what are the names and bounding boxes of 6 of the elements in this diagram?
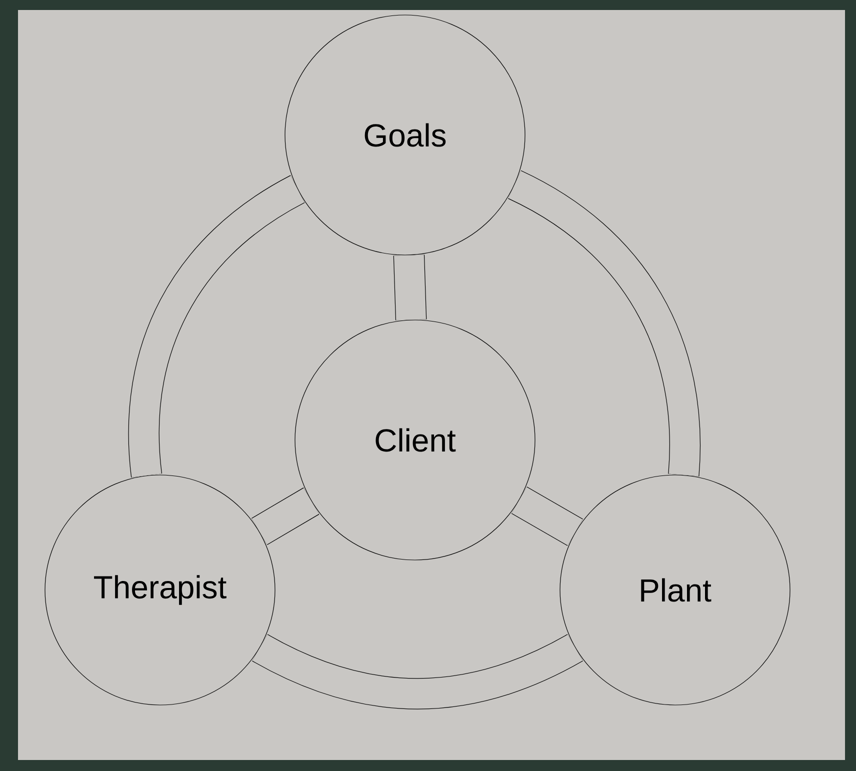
channel — [511, 486, 583, 546]
channel — [393, 254, 427, 320]
channel — [128, 176, 306, 477]
channel — [507, 170, 700, 476]
channel — [251, 488, 320, 545]
channel — [252, 634, 582, 710]
